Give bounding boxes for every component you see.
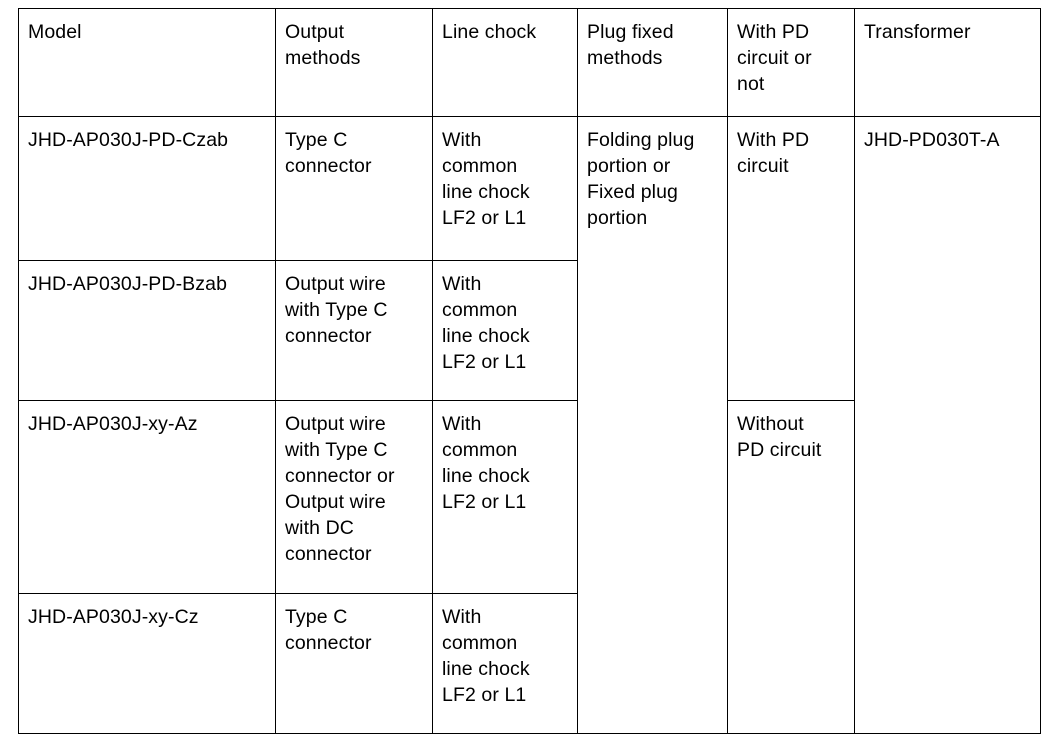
cell-model: JHD-AP030J-PD-Bzab [18,260,276,401]
cell-without-pd-circuit-value: Without PD circuit [737,413,822,461]
column-header-output-methods: Output methods [275,8,433,117]
cell-model-value: JHD-AP030J-xy-Az [28,413,198,435]
column-header-line-chock-label: Line chock [442,21,537,43]
cell-line-chock: With common line chock LF2 or L1 [432,260,578,401]
document-page: Model Output methods Line chock Plug fix… [18,8,1041,734]
table-header-row: Model Output methods Line chock Plug fix… [18,8,1041,117]
column-header-plug-fixed-methods: Plug fixed methods [577,8,728,117]
cell-transformer: JHD-PD030T-A [854,116,1041,734]
column-header-model-label: Model [28,21,82,43]
table-row: JHD-AP030J-xy-Az Output wire with Type C… [18,400,1041,734]
cell-transformer-value: JHD-PD030T-A [864,129,1000,151]
cell-with-pd-circuit-value: With PD circuit [737,129,810,177]
cell-output-methods: Output wire with Type C connector [275,260,433,401]
cell-plug-fixed-methods: Folding plug portion or Fixed plug porti… [577,116,728,734]
model-specification-table: Model Output methods Line chock Plug fix… [18,8,1041,734]
cell-output-methods-value: Type C connector [285,606,372,654]
cell-line-chock: With common line chock LF2 or L1 [432,400,578,594]
cell-without-pd-circuit: Without PD circuit [727,400,855,734]
cell-plug-fixed-methods-value: Folding plug portion or Fixed plug porti… [587,129,695,229]
cell-output-methods: Type C connector [275,593,433,734]
column-header-with-pd-circuit-or-not: With PD circuit or not [727,8,855,117]
cell-output-methods: Output wire with Type C connector or Out… [275,400,433,594]
cell-output-methods: Type C connector [275,116,433,261]
cell-model: JHD-AP030J-PD-Czab [18,116,276,261]
cell-output-methods-value: Output wire with Type C connector [285,273,388,347]
column-header-model: Model [18,8,276,117]
cell-model-value: JHD-AP030J-xy-Cz [28,606,199,628]
column-header-transformer: Transformer [854,8,1041,117]
column-header-line-chock: Line chock [432,8,578,117]
column-header-output-methods-label: Output methods [285,21,361,69]
cell-output-methods-value: Type C connector [285,129,372,177]
cell-line-chock: With common line chock LF2 or L1 [432,593,578,734]
column-header-transformer-label: Transformer [864,21,971,43]
cell-line-chock-value: With common line chock LF2 or L1 [442,129,530,229]
cell-line-chock-value: With common line chock LF2 or L1 [442,413,530,513]
table-row: JHD-AP030J-PD-Bzab Output wire with Type… [18,260,1041,401]
cell-model-value: JHD-AP030J-PD-Czab [28,129,229,151]
column-header-plug-fixed-methods-label: Plug fixed methods [587,21,674,69]
cell-model: JHD-AP030J-xy-Cz [18,593,276,734]
cell-line-chock-value: With common line chock LF2 or L1 [442,606,530,706]
cell-line-chock: With common line chock LF2 or L1 [432,116,578,261]
cell-model-value: JHD-AP030J-PD-Bzab [28,273,228,295]
cell-line-chock-value: With common line chock LF2 or L1 [442,273,530,373]
cell-output-methods-value: Output wire with Type C connector or Out… [285,413,395,565]
cell-model: JHD-AP030J-xy-Az [18,400,276,594]
table-row: JHD-AP030J-PD-Czab Type C connector With… [18,116,1041,734]
column-header-with-pd-circuit-or-not-label: With PD circuit or not [737,21,812,95]
cell-with-pd-circuit: With PD circuit [727,116,855,401]
